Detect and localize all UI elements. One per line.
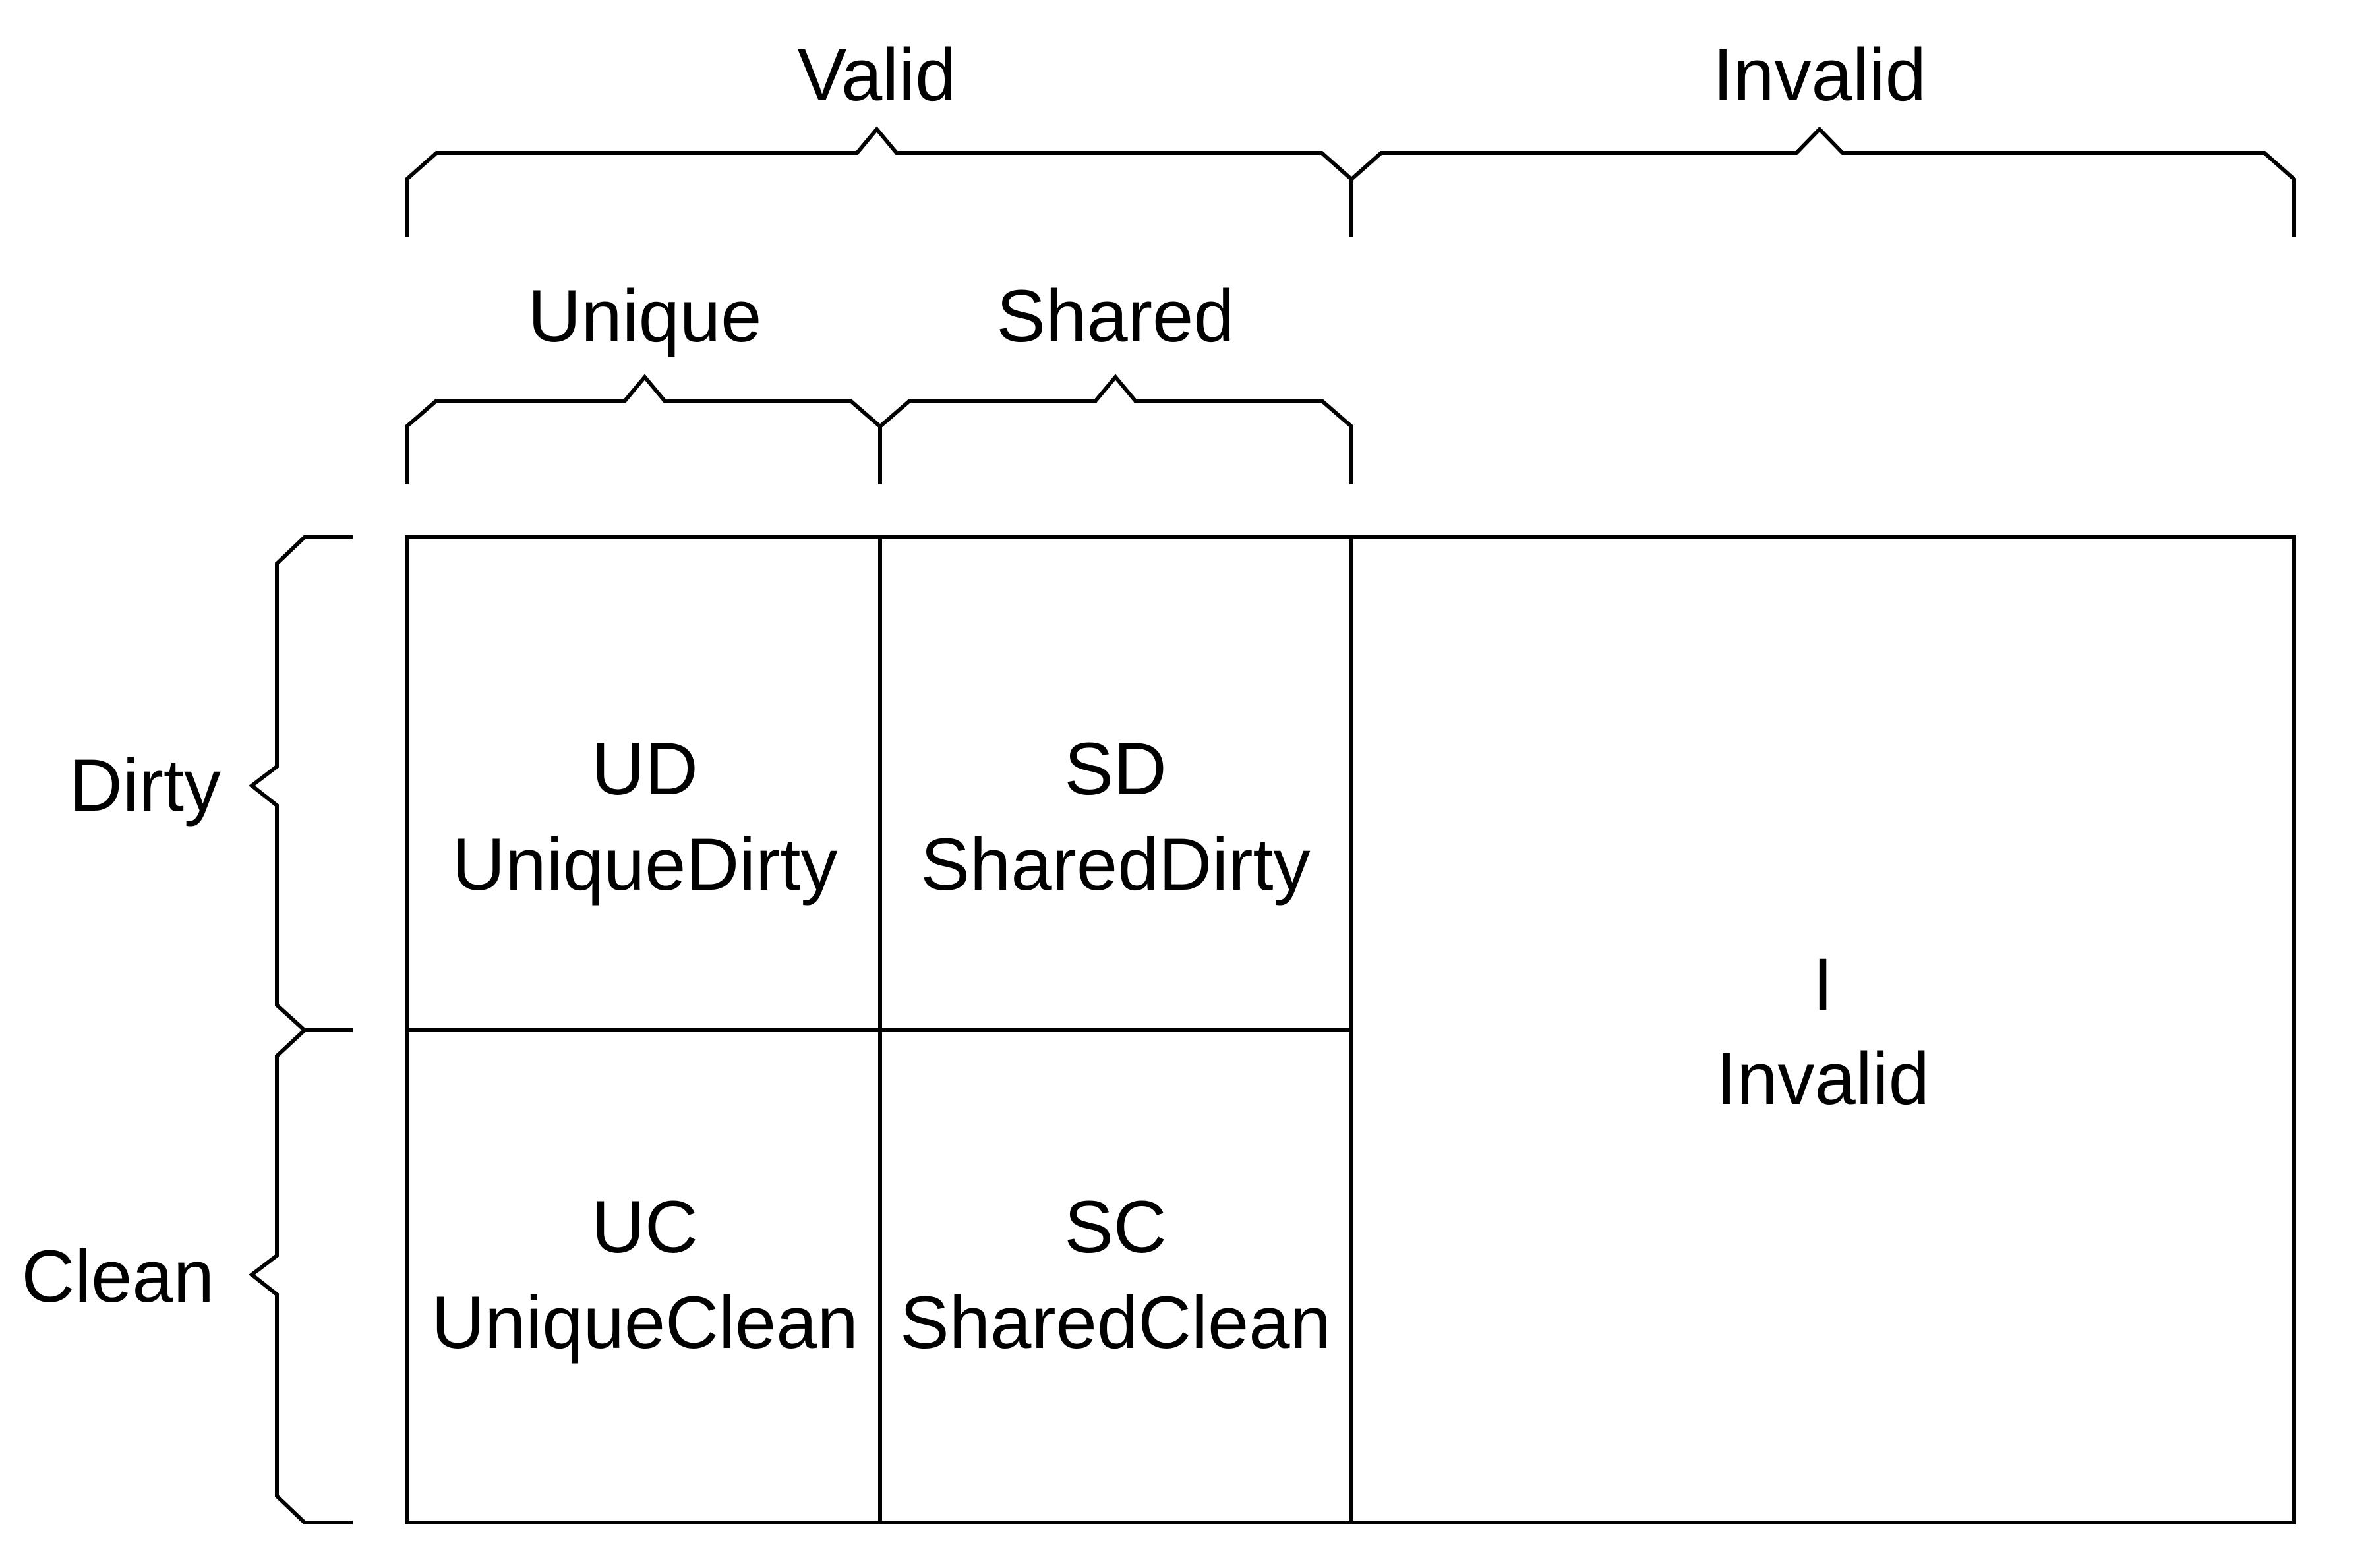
shared-header-label: Shared [996, 275, 1234, 357]
cell-invalid: I Invalid [1716, 943, 1930, 1120]
valid-brace [405, 126, 1353, 237]
cell-code: I [1812, 943, 1833, 1026]
cell-code: UC [591, 1186, 698, 1268]
cell-code: UD [591, 728, 698, 810]
cell-name: SharedDirty [920, 823, 1310, 906]
cell-code: SC [1064, 1186, 1167, 1268]
cell-unique-clean: UC UniqueClean [431, 1186, 858, 1364]
dirty-brace [249, 535, 353, 1032]
unique-header-label: Unique [528, 275, 762, 357]
cell-name: SharedClean [900, 1281, 1331, 1364]
clean-row-label: Clean [21, 1235, 214, 1318]
cell-name: UniqueDirty [452, 823, 837, 906]
invalid-brace [1349, 126, 2296, 237]
valid-header-label: Valid [798, 34, 957, 116]
cell-code: SD [1064, 728, 1167, 810]
cell-unique-dirty: UD UniqueDirty [452, 728, 837, 906]
clean-brace [249, 1028, 353, 1524]
shared-brace [878, 374, 1353, 484]
unique-brace [405, 374, 882, 484]
cell-shared-dirty: SD SharedDirty [920, 728, 1310, 906]
dirty-row-label: Dirty [69, 744, 221, 827]
invalid-header-label: Invalid [1713, 34, 1926, 116]
cell-name: UniqueClean [431, 1281, 858, 1364]
cell-name: Invalid [1716, 1037, 1930, 1120]
cell-shared-clean: SC SharedClean [900, 1186, 1331, 1364]
